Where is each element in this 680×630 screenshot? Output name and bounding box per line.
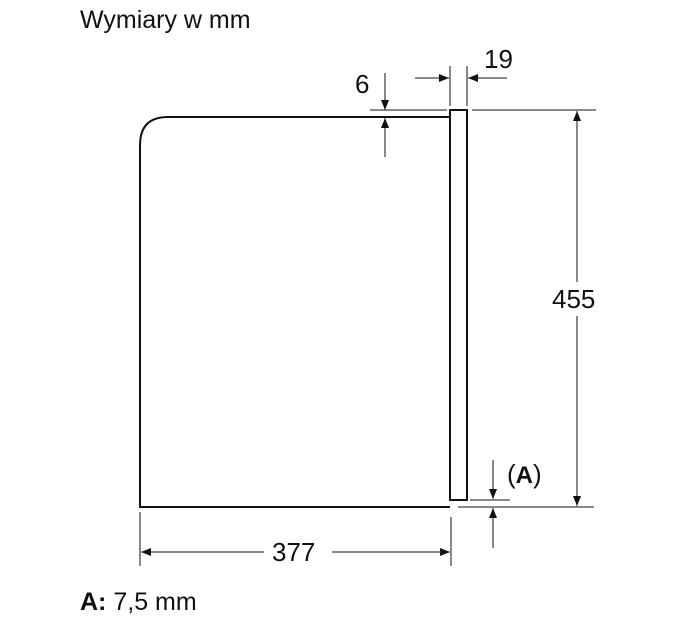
legend-key: A: [80,588,107,616]
diagram-title: Wymiary w mm [80,6,251,34]
gap-top-label: 6 [355,69,369,99]
depth-label: 377 [272,537,315,567]
offset-label: (A) [507,459,542,489]
appliance-body-outline [139,116,450,508]
panel-thickness-label: 19 [484,44,513,74]
legend-value: 7,5 mm [113,588,197,616]
legend-note: A: 7,5 mm [80,588,197,617]
height-label: 455 [552,284,595,314]
front-panel [449,109,468,501]
